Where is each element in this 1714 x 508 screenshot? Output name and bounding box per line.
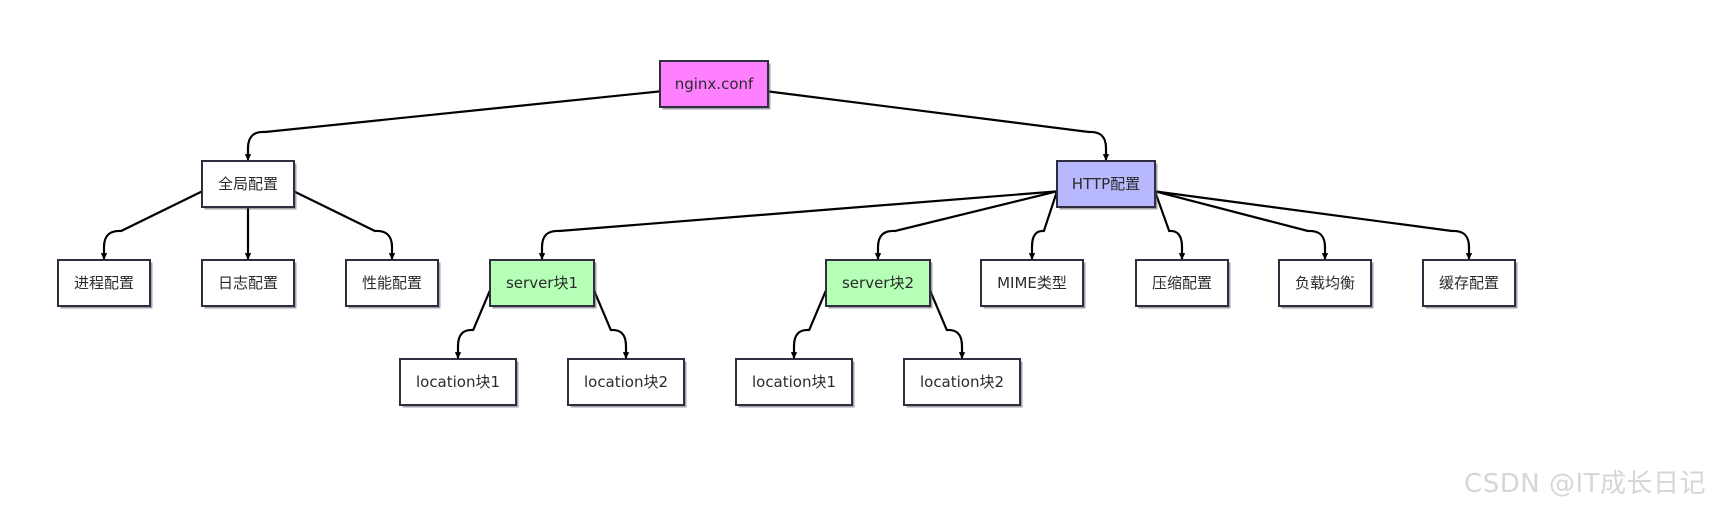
edge-http-to-mime [1028,191,1059,260]
node-gzip: 压缩配置 [1135,259,1231,309]
edge-server2-to-s2_loc2 [928,289,966,359]
node-s2_loc2-label: location块2 [920,373,1004,391]
node-process-label: 进程配置 [74,274,134,292]
node-log-label: 日志配置 [218,274,278,292]
edge-root-to-global [244,90,661,161]
node-cache: 缓存配置 [1422,259,1518,309]
node-process: 进程配置 [57,259,153,309]
edge-global-to-process [100,190,203,260]
node-s2_loc2-box [903,358,1021,406]
node-s1_loc2: location块2 [567,358,687,408]
node-s1_loc2-label: location块2 [584,373,668,391]
node-s1_loc1-label: location块1 [416,373,500,391]
node-root: nginx.conf [659,60,771,110]
node-mime-box [980,259,1084,307]
edge-http-to-gzip [1153,190,1186,260]
edge-server1-to-s1_loc1 [454,289,492,359]
node-perf-label: 性能配置 [362,274,422,292]
node-mime-label: MIME类型 [997,274,1067,292]
node-mime: MIME类型 [980,259,1086,309]
node-s1_loc1: location块1 [399,358,519,408]
edge-server1-to-s1_loc2 [592,289,630,359]
node-lb: 负载均衡 [1278,259,1374,309]
edge-server2-to-s2_loc1 [790,289,828,359]
node-cache-label: 缓存配置 [1439,274,1499,292]
node-root-box [659,60,769,108]
node-global-box [201,160,295,208]
node-http-label: HTTP配置 [1072,175,1140,193]
node-perf: 性能配置 [345,259,441,309]
node-s1_loc1-box [399,358,517,406]
edge-http-to-cache [1154,190,1473,260]
node-s2_loc1: location块1 [735,358,855,408]
edge-global-to-perf [293,190,396,260]
node-server1-label: server块1 [506,274,578,292]
node-server2: server块2 [825,259,933,309]
edges-layer [100,90,1473,359]
node-root-label: nginx.conf [675,75,754,93]
node-s2_loc1-box [735,358,853,406]
node-s1_loc2-box [567,358,685,406]
node-s2_loc1-label: location块1 [752,373,836,391]
node-global-label: 全局配置 [218,175,278,193]
node-server1-box [489,259,595,307]
node-lb-label: 负载均衡 [1295,274,1355,292]
node-server1: server块1 [489,259,597,309]
edge-root-to-http [767,90,1110,161]
node-perf-box [345,259,439,307]
node-log-box [201,259,295,307]
node-process-box [57,259,151,307]
edge-http-to-server1 [538,190,1058,260]
node-s2_loc2: location块2 [903,358,1023,408]
node-log: 日志配置 [201,259,297,309]
node-cache-box [1422,259,1516,307]
node-http: HTTP配置 [1056,160,1158,210]
node-gzip-label: 压缩配置 [1152,274,1212,292]
edge-http-to-lb [1154,190,1329,260]
edge-http-to-server2 [874,190,1058,260]
node-http-box [1056,160,1156,208]
node-lb-box [1278,259,1372,307]
watermark-text: CSDN @IT成长日记 [1464,469,1706,499]
node-global: 全局配置 [201,160,297,210]
node-gzip-box [1135,259,1229,307]
node-server2-box [825,259,931,307]
node-server2-label: server块2 [842,274,914,292]
